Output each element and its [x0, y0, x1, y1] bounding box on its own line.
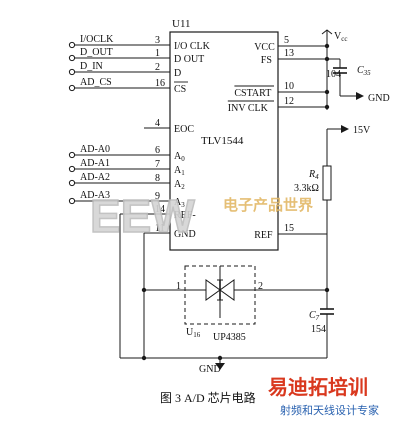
gnd-bottom-arrow: [215, 363, 225, 370]
net-label-d-out: D_OUT: [80, 47, 113, 58]
left-terminal-2: [68, 68, 76, 76]
u16-pin1: 1: [176, 281, 181, 292]
left-pin-number-4: 4: [155, 118, 160, 129]
right-pin-number-12: 12: [284, 96, 294, 107]
left-pin-label-9: A3: [174, 197, 185, 209]
brand-name: 易迪拓培训: [268, 375, 368, 399]
net-label-ad-a1: AD-A1: [80, 158, 110, 169]
net-label-ad-a3: AD-A3: [80, 190, 110, 201]
c7-name: C7: [309, 310, 320, 322]
right-pin-number-15: 15: [284, 223, 294, 234]
junction-invclk: [324, 104, 330, 110]
chip-body: [169, 31, 279, 251]
left-pin-number-14: 14: [155, 204, 165, 215]
net-label-ad-a2: AD-A2: [80, 172, 110, 183]
u16-pin2: 2: [258, 281, 263, 292]
r4-name: R4: [308, 169, 319, 181]
net-label-ad-a0: AD-A0: [80, 144, 110, 155]
watermark-logo: EEW 电子产品世界: [89, 189, 313, 243]
gnd-arrow: [356, 92, 364, 100]
junction-gnd-bottom: [217, 355, 223, 361]
junction-u16-right: [324, 287, 330, 293]
watermark-cn-name: 电子产品世界: [223, 196, 313, 214]
u16-dashed-box: [184, 265, 256, 325]
wires: [74, 29, 356, 368]
c35-value: 104: [326, 69, 341, 80]
left-pin-number-1: 1: [155, 48, 160, 59]
left-terminal-1: [68, 54, 76, 62]
left-pin-number-7: 7: [155, 159, 160, 170]
vcc-arrow: [321, 29, 333, 35]
u16-part: UP4385: [213, 332, 246, 343]
left-pin-number-9: 9: [155, 191, 160, 202]
left-pin-label-3: I/O CLK: [174, 41, 211, 52]
right-pin-label-15: REF: [254, 230, 273, 241]
net-label-ad-cs: AD_CS: [80, 77, 112, 88]
left-pin-number-2: 2: [155, 62, 160, 73]
left-pin-number-8: 8: [155, 173, 160, 184]
left-pin-number-3: 3: [155, 35, 160, 46]
r4-value: 3.3kΩ: [294, 183, 319, 194]
right-pin-label-12: INV CLK: [228, 103, 269, 114]
vcc-label: Vcc: [334, 31, 347, 43]
left-pin-label-8: A2: [174, 179, 185, 191]
net-label-d-in: D_IN: [80, 61, 103, 72]
junction-left-bottom: [141, 355, 147, 361]
c35-name: C35: [357, 65, 371, 77]
left-pin-label-1: D OUT: [174, 54, 204, 65]
left-pin-label-16: CS: [174, 84, 186, 95]
left-pin-number-16: 16: [155, 78, 165, 89]
left-terminal-3: [68, 41, 76, 49]
gnd-label: GND: [368, 93, 390, 104]
left-terminal-8: [68, 179, 76, 187]
right-pin-number-13: 13: [284, 48, 294, 59]
left-pin-label-11: GND: [174, 229, 196, 240]
left-pin-label-14: REF-: [174, 210, 196, 221]
c7-value: 154: [311, 324, 326, 335]
chip-designator: U11: [172, 18, 191, 30]
net-label-i-oclk: I/OCLK: [80, 34, 114, 45]
u16-designator: U16: [186, 327, 201, 339]
left-pin-label-6: A0: [174, 151, 185, 163]
left-terminal-6: [68, 151, 76, 159]
junction-cstart: [324, 89, 330, 95]
left-pin-number-11: 11: [155, 223, 165, 234]
watermark-logo-text: EEW: [90, 190, 195, 242]
chip-name: TLV1544: [201, 135, 244, 147]
junction-u16-left: [141, 287, 147, 293]
brand-subtitle: 射频和天线设计专家: [280, 403, 379, 417]
figure-caption: 图 3 A/D 芯片电路: [160, 390, 256, 405]
v15-label: 15V: [353, 125, 371, 136]
right-pin-number-5: 5: [284, 35, 289, 46]
tvs-triangle-right: [219, 279, 235, 301]
r4-body: [322, 165, 332, 201]
junction-fs: [324, 56, 330, 62]
right-pin-label-13: FS: [261, 55, 272, 66]
junction-vcc: [324, 43, 330, 49]
right-pin-label-5: VCC: [254, 42, 275, 53]
left-terminal-9: [68, 197, 76, 205]
tvs-triangle-left: [205, 279, 221, 301]
right-pin-label-10: CSTART: [234, 88, 271, 99]
left-terminal-7: [68, 165, 76, 173]
right-pin-number-10: 10: [284, 81, 294, 92]
left-pin-number-6: 6: [155, 145, 160, 156]
left-pin-label-2: D: [174, 68, 181, 79]
gnd-bottom-label: GND: [199, 364, 221, 375]
v15-arrow: [341, 125, 349, 133]
left-pin-label-7: A1: [174, 165, 185, 177]
left-terminal-16: [68, 84, 76, 92]
left-pin-label-4: EOC: [174, 124, 194, 135]
